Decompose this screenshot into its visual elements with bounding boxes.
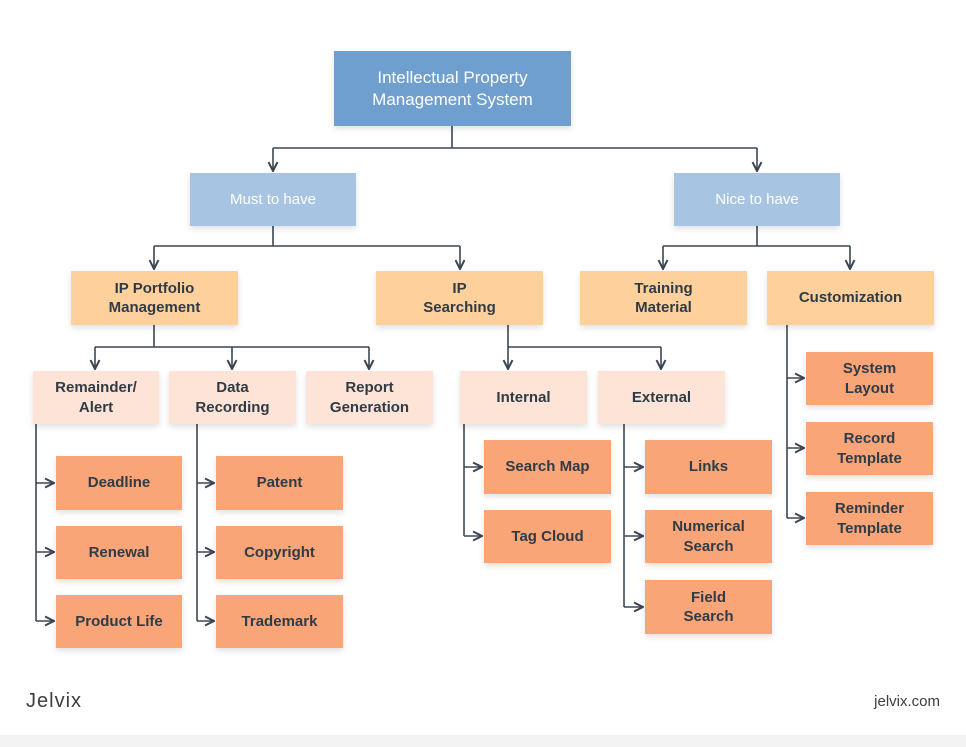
must-to-have-node: Must to have [190, 173, 356, 226]
ip-searching-node: IP Searching [376, 271, 543, 325]
renewal-node: Renewal [56, 526, 182, 579]
copyright-node: Copyright [216, 526, 343, 579]
reminder-template-node: Reminder Template [806, 492, 933, 545]
report-generation-node: Report Generation [306, 371, 433, 424]
patent-node: Patent [216, 456, 343, 510]
links-node: Links [645, 440, 772, 494]
internal-node: Internal [460, 371, 587, 424]
reminder-alert-node: Remainder/ Alert [33, 371, 159, 424]
root-node: Intellectual Property Management System [334, 51, 571, 126]
system-layout-node: System Layout [806, 352, 933, 405]
external-node: External [598, 371, 725, 424]
trademark-node: Trademark [216, 595, 343, 648]
record-template-node: Record Template [806, 422, 933, 475]
jelvix-url: jelvix.com [874, 693, 940, 710]
customization-node: Customization [767, 271, 934, 325]
search-map-node: Search Map [484, 440, 611, 494]
field-search-node: Field Search [645, 580, 772, 634]
jelvix-logo: Jelvix [26, 690, 83, 712]
product-life-node: Product Life [56, 595, 182, 648]
data-recording-node: Data Recording [169, 371, 296, 424]
tag-cloud-node: Tag Cloud [484, 510, 611, 563]
ip-portfolio-node: IP Portfolio Management [71, 271, 238, 325]
numerical-search-node: Numerical Search [645, 510, 772, 563]
nice-to-have-node: Nice to have [674, 173, 840, 226]
training-material-node: Training Material [580, 271, 747, 325]
bottom-band [0, 735, 966, 747]
deadline-node: Deadline [56, 456, 182, 510]
